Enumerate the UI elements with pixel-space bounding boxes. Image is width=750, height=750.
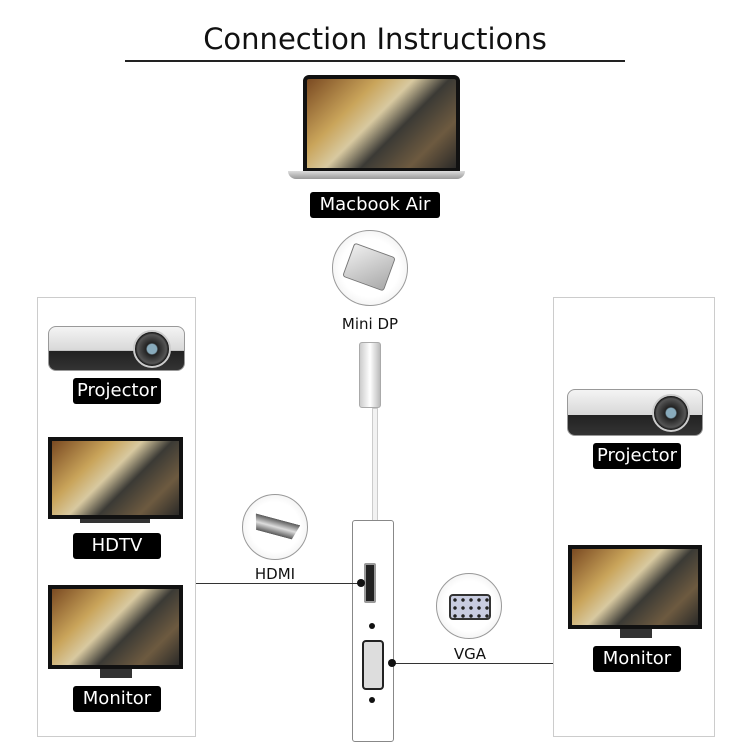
- vga-port: [362, 640, 384, 690]
- hdmi-label: HDMI: [254, 565, 296, 583]
- laptop-base: [288, 171, 465, 179]
- vga-dot: [388, 659, 396, 667]
- hdtv-image: [48, 437, 183, 519]
- monitor-stand: [620, 629, 652, 638]
- projector-label: Projector: [73, 378, 161, 404]
- mini-dp-label: Mini DP: [341, 315, 399, 333]
- monitor-image: [568, 545, 702, 629]
- hdtv-label: HDTV: [73, 533, 161, 559]
- cable: [372, 408, 378, 522]
- page-title: Connection Instructions: [203, 22, 547, 56]
- right-devices-panel: [553, 297, 715, 737]
- monitor-label: Monitor: [593, 646, 681, 672]
- vga-connection-line: [392, 663, 553, 664]
- adapter-body: [352, 520, 394, 742]
- monitor-image: [48, 585, 183, 669]
- monitor-label: Monitor: [73, 686, 161, 712]
- hdtv-stand: [80, 519, 150, 523]
- monitor-stand: [100, 669, 132, 678]
- title-underline: [125, 60, 625, 62]
- hdmi-connection-line: [195, 583, 360, 584]
- screw-bottom: [369, 697, 375, 703]
- screw-top: [369, 623, 375, 629]
- macbook-air-label: Macbook Air: [310, 192, 440, 218]
- projector-lens: [133, 330, 171, 368]
- hdmi-connector-icon: [242, 494, 308, 560]
- macbook-air-image: [303, 75, 460, 172]
- vga-connector-icon: [436, 573, 502, 639]
- hdmi-port: [364, 563, 376, 603]
- mini-dp-connector-icon: [332, 230, 408, 306]
- hdmi-dot: [357, 579, 365, 587]
- projector-lens: [652, 394, 690, 432]
- vga-label: VGA: [453, 645, 487, 663]
- mini-dp-plug: [359, 342, 381, 408]
- projector-label: Projector: [593, 443, 681, 469]
